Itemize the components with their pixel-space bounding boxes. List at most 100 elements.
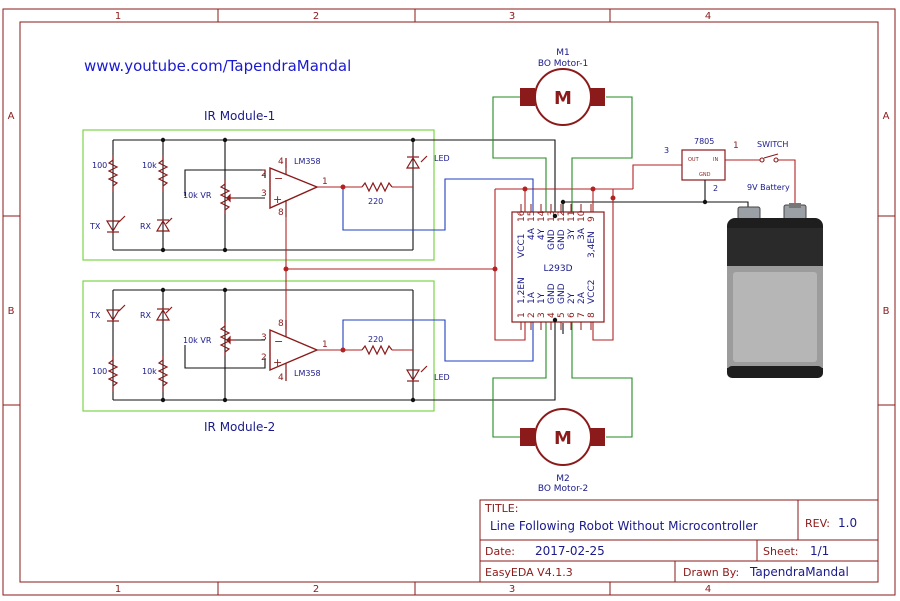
driver-pin-1a: 1A bbox=[527, 291, 537, 304]
motor-wiring bbox=[492, 96, 633, 438]
regulator-in-pin: IN bbox=[713, 157, 718, 163]
motor-m1-symbol: M bbox=[554, 88, 572, 109]
motor-m2-symbol: M bbox=[554, 428, 572, 449]
motor-m2-name: BO Motor-2 bbox=[538, 484, 588, 494]
variable-resistor-module2 bbox=[219, 322, 236, 356]
driver-ic-label: L293D bbox=[543, 264, 572, 274]
row-label-a-right: A bbox=[883, 111, 890, 122]
opamp2-pin-3: 3 bbox=[261, 333, 267, 343]
regulator-pin-1: 1 bbox=[733, 141, 739, 151]
driver-pin-13: 13 bbox=[547, 211, 557, 222]
ground-junction-dots bbox=[160, 137, 708, 403]
opamp2-label: LM358 bbox=[294, 369, 321, 378]
opamp2-pin-4: 4 bbox=[278, 373, 284, 383]
driver-pin-2: 2 bbox=[527, 312, 537, 318]
resistor-10k-module2 bbox=[157, 356, 169, 392]
driver-pin-gnd12: GND bbox=[557, 229, 567, 250]
row-label-b-right: B bbox=[883, 306, 890, 317]
ir-module-2-label: IR Module-2 bbox=[204, 420, 275, 434]
motor-m1-name: BO Motor-1 bbox=[538, 59, 588, 69]
resistor-220-module1-label: 220 bbox=[368, 197, 383, 206]
resistor-220-module2 bbox=[361, 344, 393, 356]
driver-pin-34en: 3,4EN bbox=[587, 231, 597, 258]
indicator-led-module1 bbox=[405, 155, 428, 169]
driver-pin-14: 14 bbox=[537, 210, 547, 222]
col-label-2-bottom: 2 bbox=[313, 584, 319, 595]
sheet-label: Sheet: bbox=[763, 545, 799, 558]
rx-diode-module2 bbox=[155, 306, 173, 321]
resistor-10k-module1 bbox=[157, 155, 169, 192]
driver-pin-2y: 2Y bbox=[567, 292, 577, 304]
opamp1-label: LM358 bbox=[294, 157, 321, 166]
junction-dots bbox=[283, 184, 616, 353]
col-label-1-top: 1 bbox=[115, 11, 121, 22]
voltage-regulator: OUT IN GND bbox=[681, 149, 726, 181]
channel-url: www.youtube.com/TapendraMandal bbox=[84, 57, 351, 75]
col-label-3-bottom: 3 bbox=[509, 584, 515, 595]
led-module1-label: LED bbox=[434, 154, 450, 163]
row-label-b-left: B bbox=[8, 306, 15, 317]
tx-led-module2 bbox=[105, 304, 126, 322]
driver-top-pin-numbers: 16 15 14 13 12 11 10 9 bbox=[517, 210, 597, 222]
driver-top-pin-names: VCC1 4A 4Y GND GND 3Y 3A 3,4EN bbox=[517, 227, 597, 258]
motor-m1-ref: M1 bbox=[556, 48, 570, 58]
driver-ic-body bbox=[511, 211, 605, 323]
driver-pin-3y: 3Y bbox=[567, 228, 577, 240]
driver-pin-gnd13: GND bbox=[547, 229, 557, 250]
resistor-10k-module1-label: 10k bbox=[142, 161, 157, 170]
driver-pin-5: 5 bbox=[557, 312, 567, 318]
opamp2-pin-8: 8 bbox=[278, 319, 284, 329]
opamp2-pin-1: 1 bbox=[322, 340, 328, 350]
driver-pin-1y: 1Y bbox=[537, 292, 547, 304]
driver-pin-stubs bbox=[520, 204, 592, 330]
driver-pin-10: 10 bbox=[577, 210, 587, 222]
driver-pin-8: 8 bbox=[587, 312, 597, 318]
led-module2-label: LED bbox=[434, 373, 450, 382]
driver-pin-7: 7 bbox=[577, 312, 587, 318]
resistor-100-module1 bbox=[107, 155, 119, 192]
tx-label-module1: TX bbox=[89, 222, 101, 231]
driver-pin-vcc2: VCC2 bbox=[587, 280, 597, 304]
title-value: Line Following Robot Without Microcontro… bbox=[490, 519, 758, 533]
opamp1-plus: + bbox=[273, 193, 282, 206]
title-label: TITLE: bbox=[484, 502, 518, 515]
motor-m2-ref: M2 bbox=[556, 474, 570, 484]
driver-pin-11: 11 bbox=[567, 211, 577, 222]
rev-label: REV: bbox=[805, 517, 830, 530]
ir-module-1-box bbox=[82, 129, 435, 261]
variable-resistor-module1 bbox=[219, 180, 236, 214]
opamp1-minus: − bbox=[274, 172, 283, 185]
driver-pin-3a: 3A bbox=[577, 227, 587, 240]
driver-pin-12en: 1,2EN bbox=[517, 277, 527, 304]
opamp-module1: − + bbox=[269, 166, 319, 210]
regulator-pin-2: 2 bbox=[713, 184, 718, 193]
ir-module-1-label: IR Module-1 bbox=[204, 109, 275, 123]
driver-pin-3: 3 bbox=[537, 312, 547, 318]
battery-9v bbox=[727, 203, 823, 378]
col-label-4-top: 4 bbox=[705, 11, 711, 22]
date-label: Date: bbox=[485, 545, 515, 558]
motor-m1: M bbox=[520, 68, 605, 126]
power-switch bbox=[759, 153, 779, 163]
title-block-frame bbox=[479, 499, 879, 583]
vcc-wiring bbox=[285, 158, 796, 381]
col-label-1-bottom: 1 bbox=[115, 584, 121, 595]
driver-bottom-pin-numbers: 1 2 3 4 5 6 7 8 bbox=[517, 312, 597, 318]
drawn-by-label: Drawn By: bbox=[683, 566, 739, 579]
tx-label-module2: TX bbox=[89, 311, 101, 320]
switch-label: SWITCH bbox=[757, 140, 788, 149]
ground-wiring bbox=[112, 139, 749, 401]
opamp1-pin-1: 1 bbox=[322, 177, 328, 187]
opamp1-pin-8: 8 bbox=[278, 208, 284, 218]
sheet-frame bbox=[2, 8, 896, 596]
driver-pin-15: 15 bbox=[527, 211, 537, 222]
sheet-value: 1/1 bbox=[810, 544, 829, 558]
driver-pin-2a: 2A bbox=[577, 291, 587, 304]
regulator-pin-3: 3 bbox=[664, 146, 669, 155]
driver-pin-9: 9 bbox=[587, 216, 597, 222]
signal-wiring bbox=[342, 178, 534, 362]
driver-pin-12: 12 bbox=[557, 211, 567, 222]
col-label-2-top: 2 bbox=[313, 11, 319, 22]
regulator-label: 7805 bbox=[694, 137, 714, 146]
opamp2-plus: + bbox=[273, 356, 282, 369]
